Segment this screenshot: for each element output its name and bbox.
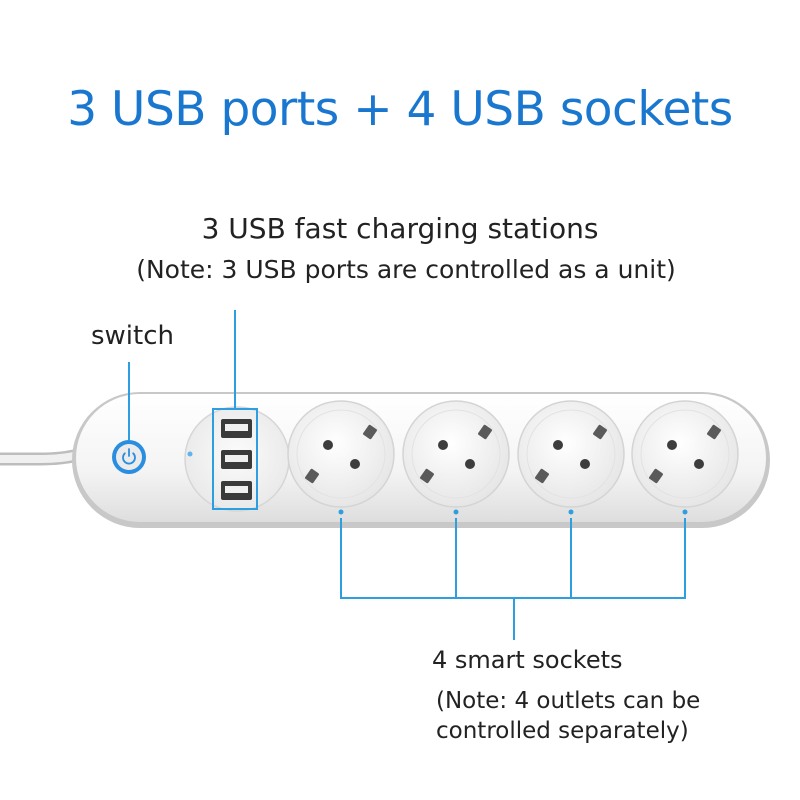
socket-indicator-led xyxy=(453,509,459,515)
socket-indicator-led xyxy=(568,509,574,515)
usb-callout-note: (Note: 3 USB ports are controlled as a u… xyxy=(136,255,676,284)
usb-port[interactable] xyxy=(221,450,252,469)
socket-indicator-led xyxy=(338,509,344,515)
power-switch-button[interactable] xyxy=(112,440,146,474)
callout-lines xyxy=(128,310,686,640)
socket-indicator-led xyxy=(682,509,688,515)
headline: 3 USB ports + 4 USB sockets xyxy=(67,82,733,137)
usb-callout-title: 3 USB fast charging stations xyxy=(201,212,599,245)
sockets-callout-label: 4 smart sockets xyxy=(432,646,623,674)
switch-callout-label: switch xyxy=(91,321,175,351)
sockets-callout-note: (Note: 4 outlets can be controlled separ… xyxy=(436,688,701,744)
socket[interactable] xyxy=(631,400,739,515)
power-icon xyxy=(122,448,136,465)
usb-port[interactable] xyxy=(221,481,252,500)
power-cord xyxy=(0,448,85,466)
sockets-callout-bracket xyxy=(340,518,686,599)
usb-port[interactable] xyxy=(221,419,252,438)
socket[interactable] xyxy=(402,400,510,515)
socket[interactable] xyxy=(287,400,395,515)
usb-panel xyxy=(184,406,290,512)
socket[interactable] xyxy=(517,400,625,515)
usb-indicator-led xyxy=(187,451,193,457)
